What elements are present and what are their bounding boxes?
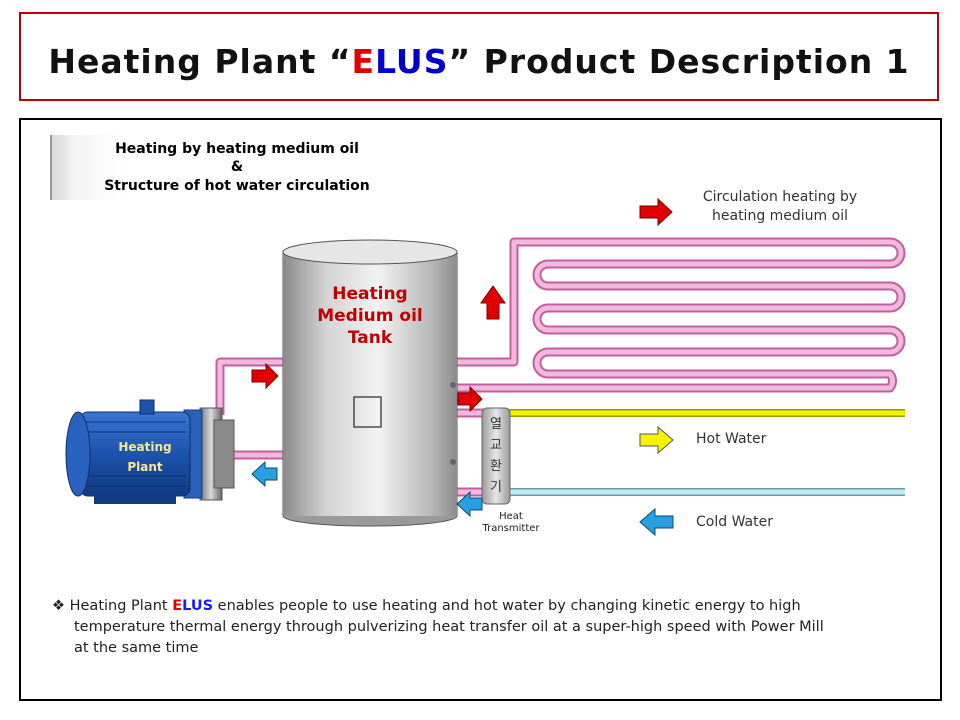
heat-transmitter-line-1: Heat [499,511,523,522]
title-suffix: ” Product Description 1 [448,42,910,81]
heat-transmitter-line-2: Transmitter [482,523,540,534]
cold-water-label: Cold Water [696,514,773,530]
title-brand-e: E [351,42,376,81]
note-line-2: temperature thermal energy through pulve… [74,619,824,635]
yellow-arrow-hot-water [639,425,674,455]
exchanger-char-4: 기 [490,480,502,495]
note-brand-rest: LUS [182,598,214,614]
exchanger-char-1: 열 [490,417,502,432]
note-brand-e: E [172,598,183,614]
note-line-3: at the same time [74,640,199,656]
hot-water-label: Hot Water [696,431,767,447]
tank-label-line-3: Tank [347,328,393,348]
red-arrow-circulation [639,197,673,227]
tank-inspection-window [353,396,382,428]
note-text-2: enables people to use heating and hot wa… [213,598,801,614]
note-text-1: Heating Plant [65,598,173,614]
description-note: ❖ Heating Plant ELUS enables people to u… [52,596,912,659]
heat-exchanger [481,407,511,505]
red-arrow-to-exchanger [457,385,483,413]
motor-label-line-1: Heating [118,440,172,454]
caption-box: Heating by heating medium oil & Structur… [50,135,422,200]
exchanger-char-2: 교 [490,438,502,453]
motor-label: Heating Plant [110,437,180,477]
red-arrow-up [480,285,506,320]
caption-line-1: Heating by heating medium oil [115,141,359,157]
title-brand-rest: LUS [375,42,449,81]
circulation-label-line-2: heating medium oil [712,208,848,224]
blue-arrow-to-motor [251,460,278,488]
title-box: Heating Plant “ELUS” Product Description… [19,12,939,101]
red-arrow-into-tank [251,362,279,390]
page-title: Heating Plant “ELUS” Product Description… [21,42,937,81]
exchanger-char-3: 환 [490,459,502,474]
bullet-icon: ❖ [52,598,65,614]
title-prefix: Heating Plant “ [48,42,352,81]
tank-label: Heating Medium oil Tank [300,283,440,349]
circulation-label: Circulation heating by heating medium oi… [680,188,880,226]
circulation-label-line-1: Circulation heating by [702,189,858,205]
caption-line-3: Structure of hot water circulation [104,178,370,194]
tank-label-line-1: Heating [332,284,408,304]
tank-label-line-2: Medium oil [317,306,423,326]
exchanger-label: 열 교 환 기 [484,414,508,498]
blue-arrow-into-tank [456,490,483,518]
blue-arrow-cold-water [639,507,674,537]
heating-plant-motor [65,399,235,504]
caption-line-2: & [230,159,244,175]
heat-transmitter-label: Heat Transmitter [470,511,552,535]
oil-tank [282,239,458,527]
motor-label-line-2: Plant [127,460,163,474]
